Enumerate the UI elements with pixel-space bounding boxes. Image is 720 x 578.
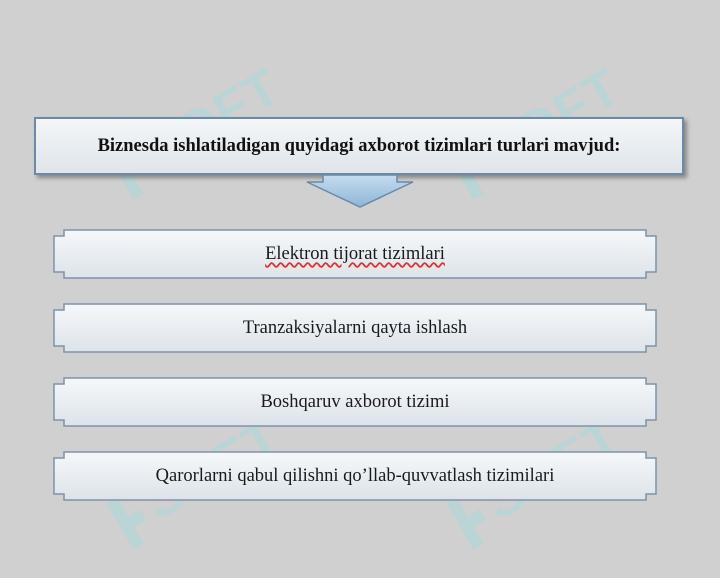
item-box-shape <box>53 303 657 353</box>
list-item: Tranzaksiyalarni qayta ishlash <box>50 302 660 354</box>
item-box-shape <box>53 451 657 501</box>
item-label: Elektron tijorat tizimlari <box>265 243 445 264</box>
header-box: Biznesda ishlatiladigan quyidagi axborot… <box>34 117 684 175</box>
header-text: Biznesda ishlatiladigan quyidagi axborot… <box>97 135 621 156</box>
list-item: Qarorlarni qabul qilishni qo’llab-quvvat… <box>50 450 660 502</box>
item-box-shape <box>53 377 657 427</box>
item-label: Tranzaksiyalarni qayta ishlash <box>242 317 468 338</box>
list-item: Elektron tijorat tizimlari <box>50 228 660 280</box>
down-arrow-icon <box>306 174 414 208</box>
list-item: Boshqaruv axborot tizimi <box>50 376 660 428</box>
item-box-shape <box>53 229 657 279</box>
item-label: Boshqaruv axborot tizimi <box>260 391 450 412</box>
item-label: Qarorlarni qabul qilishni qo’llab-quvvat… <box>155 465 555 486</box>
